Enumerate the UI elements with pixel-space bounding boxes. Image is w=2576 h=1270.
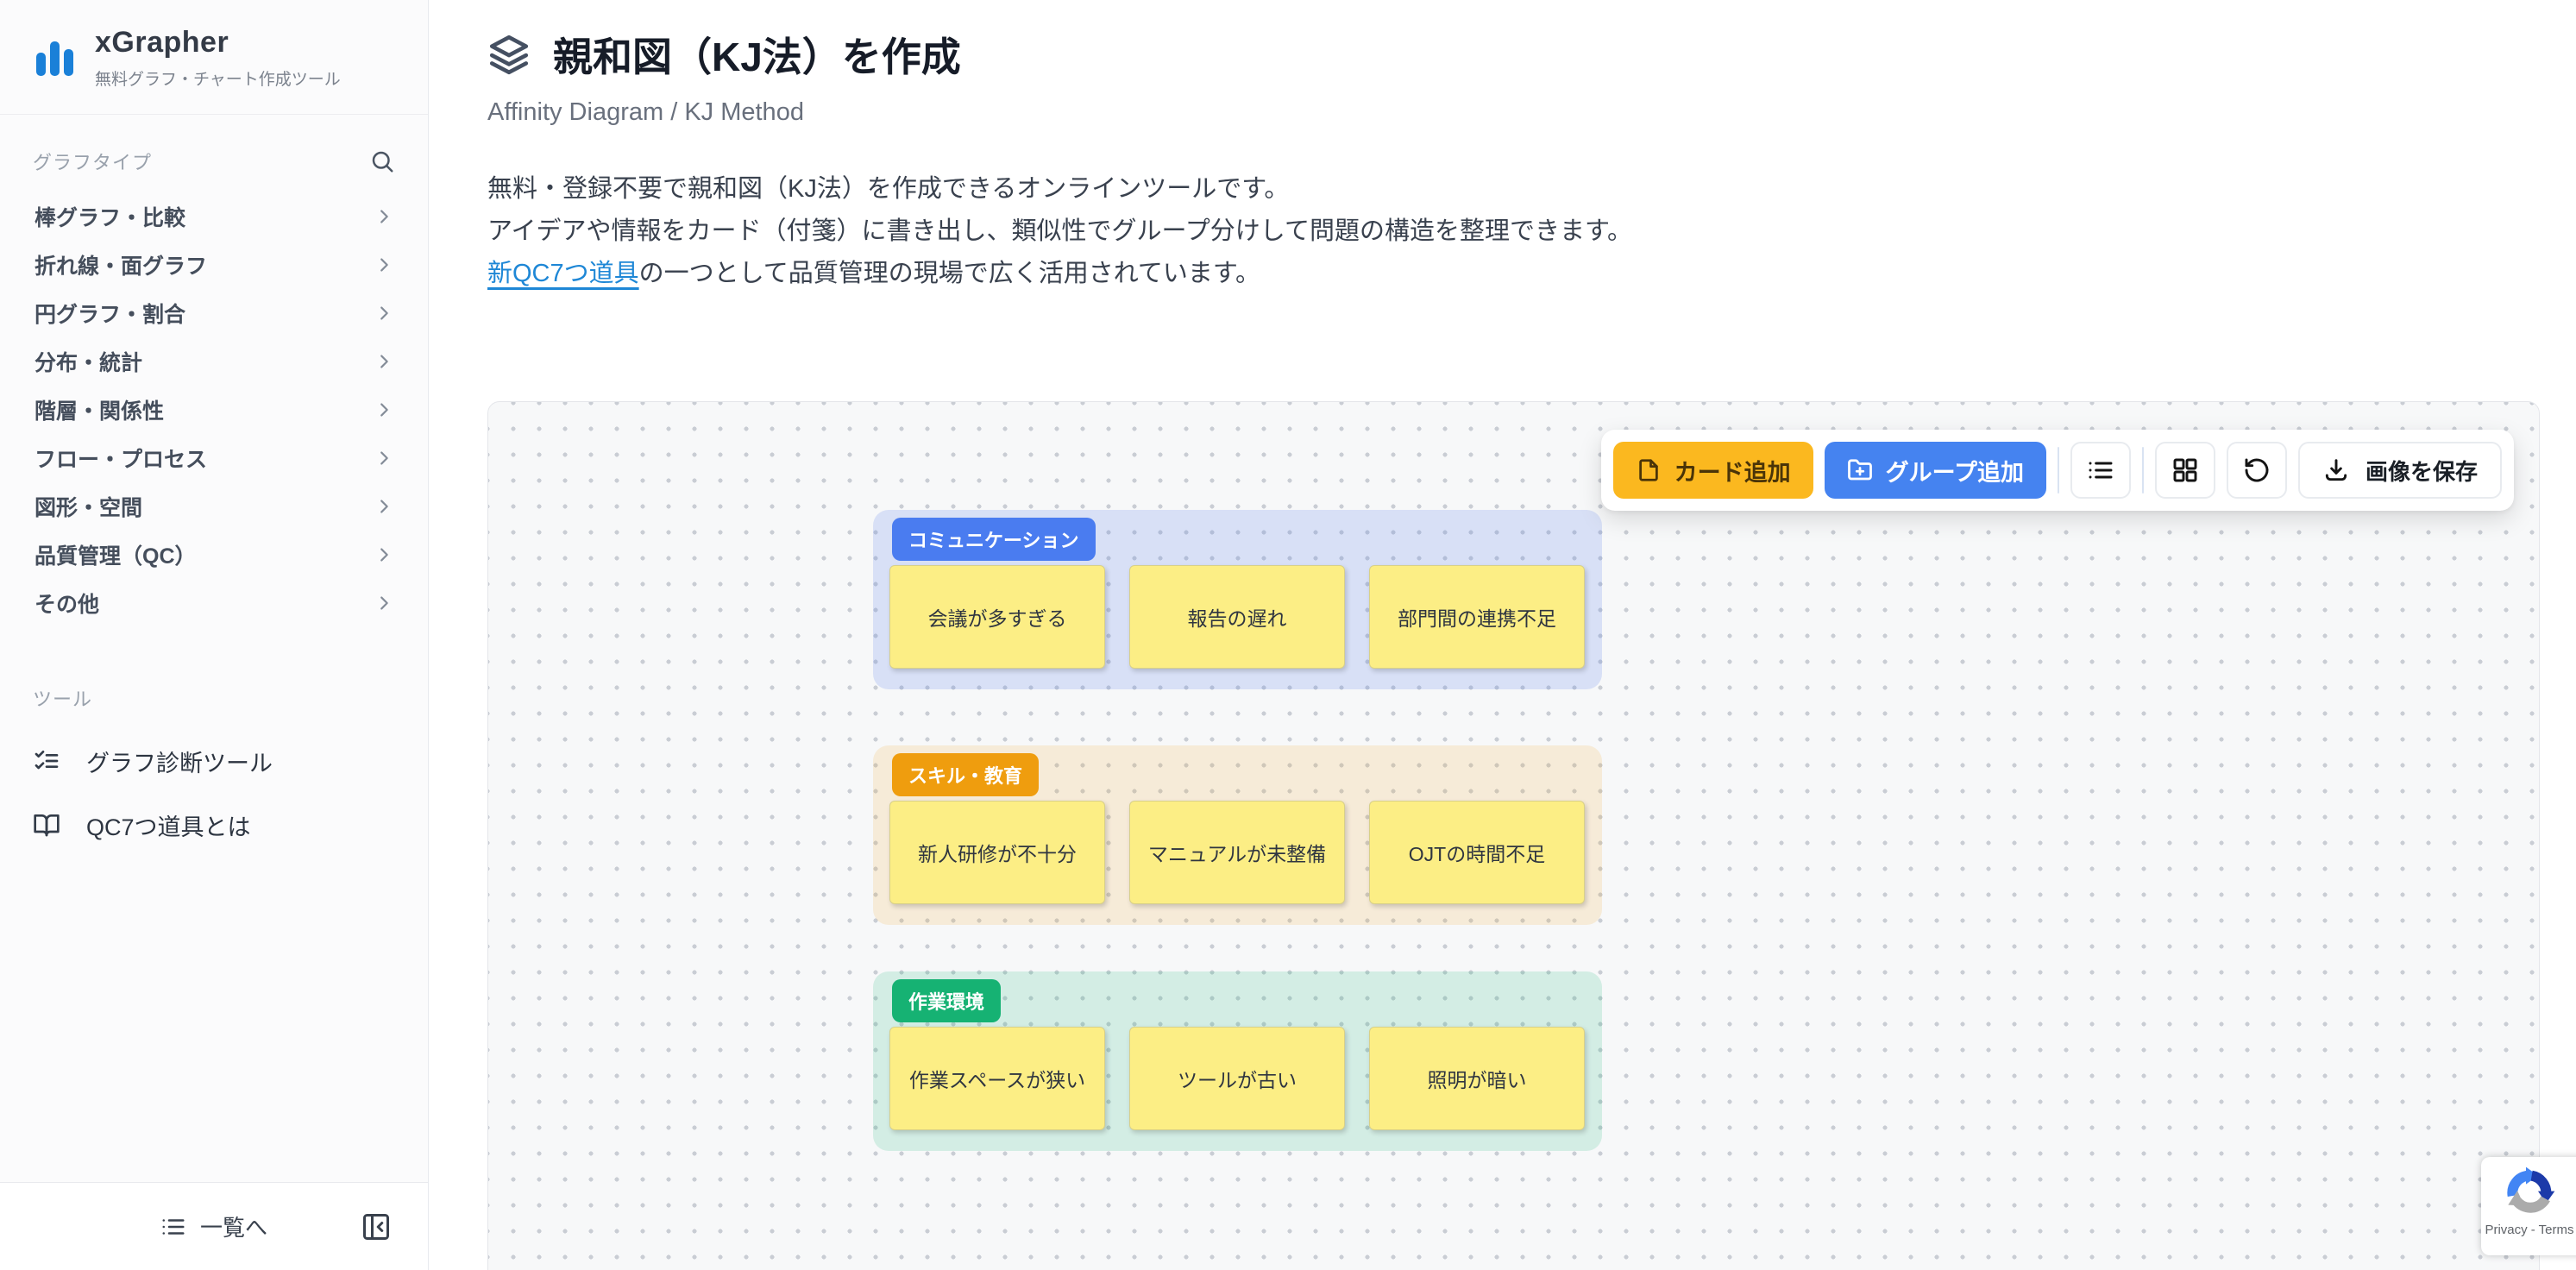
- download-icon: [2322, 456, 2350, 484]
- affinity-card[interactable]: 照明が暗い: [1369, 1027, 1585, 1130]
- sidebar-item-shapes-spatial[interactable]: 図形・空間: [19, 482, 409, 531]
- folder-plus-icon: [1847, 457, 1873, 483]
- affinity-card[interactable]: 新人研修が不十分: [889, 801, 1105, 904]
- chevron-right-icon: [374, 207, 393, 226]
- add-card-button[interactable]: カード追加: [1612, 442, 1813, 499]
- file-icon: [1636, 457, 1662, 483]
- sidebar: xGrapher 無料グラフ・チャート作成ツール グラフタイプ 棒グラフ・比較 …: [0, 0, 429, 1270]
- recaptcha-badge[interactable]: Privacy - Terms: [2481, 1157, 2576, 1255]
- affinity-card[interactable]: 報告の遅れ: [1129, 565, 1345, 669]
- sidebar-item-others[interactable]: その他: [19, 579, 409, 627]
- recaptcha-logo-icon: [2502, 1165, 2557, 1220]
- description-line-2: アイデアや情報をカード（付箋）に書き出し、類似性でグループ分けして問題の構造を整…: [487, 217, 1633, 245]
- bar-chart-logo-icon: [35, 38, 74, 78]
- canvas-toolbar: カード追加 グループ追加: [1600, 430, 2514, 511]
- affinity-group-skills-education[interactable]: スキル・教育 新人研修が不十分 マニュアルが未整備 OJTの時間不足: [873, 745, 1602, 925]
- undo-button[interactable]: [2226, 442, 2287, 499]
- description-line-3: 新QC7つ道具の一つとして品質管理の現場で広く活用されています。: [487, 260, 1261, 287]
- layers-icon: [487, 33, 531, 76]
- list-icon: [2087, 456, 2114, 484]
- nav-section-label: グラフタイプ: [33, 152, 153, 173]
- auto-layout-button[interactable]: [2154, 442, 2215, 499]
- toolbar-separator: [2057, 447, 2059, 494]
- sidebar-item-quality-control[interactable]: 品質管理（QC）: [19, 531, 409, 579]
- list-view-button[interactable]: [2070, 442, 2131, 499]
- tools-section-label: ツール: [33, 688, 93, 710]
- sidebar-item-pie-charts[interactable]: 円グラフ・割合: [19, 289, 409, 337]
- sidebar-item-flow-process[interactable]: フロー・プロセス: [19, 434, 409, 482]
- chevron-right-icon: [374, 352, 393, 371]
- affinity-card[interactable]: 会議が多すぎる: [889, 565, 1105, 669]
- recaptcha-privacy-terms-link[interactable]: Privacy - Terms: [2485, 1223, 2574, 1237]
- save-image-button[interactable]: 画像を保存: [2297, 442, 2502, 499]
- affinity-card[interactable]: マニュアルが未整備: [1129, 801, 1345, 904]
- group-label[interactable]: スキル・教育: [892, 753, 1040, 796]
- list-checks-icon: [33, 747, 60, 775]
- grid-icon: [2171, 456, 2199, 484]
- sidebar-item-bar-charts[interactable]: 棒グラフ・比較: [19, 192, 409, 241]
- page-header: 親和図（KJ法）を作成 Affinity Diagram / KJ Method: [429, 0, 2576, 127]
- affinity-card[interactable]: 部門間の連携不足: [1369, 565, 1585, 669]
- sidebar-item-line-area-charts[interactable]: 折れ線・面グラフ: [19, 241, 409, 289]
- affinity-diagram-canvas[interactable]: カード追加 グループ追加: [487, 401, 2540, 1270]
- chevron-right-icon: [374, 497, 393, 516]
- book-open-icon: [33, 811, 60, 839]
- chevron-right-icon: [374, 255, 393, 274]
- group-label[interactable]: コミュニケーション: [892, 518, 1096, 561]
- add-group-button[interactable]: グループ追加: [1824, 442, 2046, 499]
- affinity-group-communication[interactable]: コミュニケーション 会議が多すぎる 報告の遅れ 部門間の連携不足: [873, 510, 1602, 689]
- affinity-card[interactable]: 作業スペースが狭い: [889, 1027, 1105, 1130]
- sidebar-nav: グラフタイプ 棒グラフ・比較 折れ線・面グラフ 円グラフ・割合 分布・統計 階層…: [0, 115, 428, 857]
- sidebar-item-chart-diagnosis-tool[interactable]: グラフ診断ツール: [19, 729, 409, 793]
- collapse-sidebar-icon[interactable]: [361, 1211, 392, 1242]
- chevron-right-icon: [374, 449, 393, 468]
- chevron-right-icon: [374, 594, 393, 613]
- chevron-right-icon: [374, 304, 393, 323]
- page-subtitle: Affinity Diagram / KJ Method: [487, 98, 804, 126]
- affinity-group-work-environment[interactable]: 作業環境 作業スペースが狭い ツールが古い 照明が暗い: [873, 971, 1602, 1151]
- sidebar-footer: 一覧へ: [0, 1182, 428, 1270]
- main-content: 親和図（KJ法）を作成 Affinity Diagram / KJ Method…: [429, 0, 2576, 1270]
- list-icon: [160, 1214, 186, 1240]
- page-title: 親和図（KJ法）を作成: [553, 35, 961, 79]
- new-qc7-tools-link[interactable]: 新QC7つ道具: [487, 260, 639, 287]
- search-icon[interactable]: [369, 148, 395, 174]
- chevron-right-icon: [374, 545, 393, 564]
- description-line-1: 無料・登録不要で親和図（KJ法）を作成できるオンラインツールです。: [487, 175, 1290, 203]
- sidebar-item-distribution-stats[interactable]: 分布・統計: [19, 337, 409, 386]
- rotate-ccw-icon: [2243, 456, 2271, 484]
- brand[interactable]: xGrapher 無料グラフ・チャート作成ツール: [0, 0, 428, 115]
- sidebar-item-hierarchy-relations[interactable]: 階層・関係性: [19, 386, 409, 434]
- brand-subtitle: 無料グラフ・チャート作成ツール: [95, 71, 341, 89]
- sidebar-item-what-is-qc7[interactable]: QC7つ道具とは: [19, 793, 409, 857]
- chevron-right-icon: [374, 400, 393, 419]
- brand-title: xGrapher: [95, 26, 229, 59]
- group-label[interactable]: 作業環境: [892, 979, 1002, 1022]
- affinity-card[interactable]: ツールが古い: [1129, 1027, 1345, 1130]
- toolbar-separator: [2141, 447, 2144, 494]
- affinity-card[interactable]: OJTの時間不足: [1369, 801, 1585, 904]
- page-description: 無料・登録不要で親和図（KJ法）を作成できるオンラインツールです。 アイデアや情…: [429, 168, 2576, 295]
- back-to-list-button[interactable]: 一覧へ: [160, 1210, 267, 1242]
